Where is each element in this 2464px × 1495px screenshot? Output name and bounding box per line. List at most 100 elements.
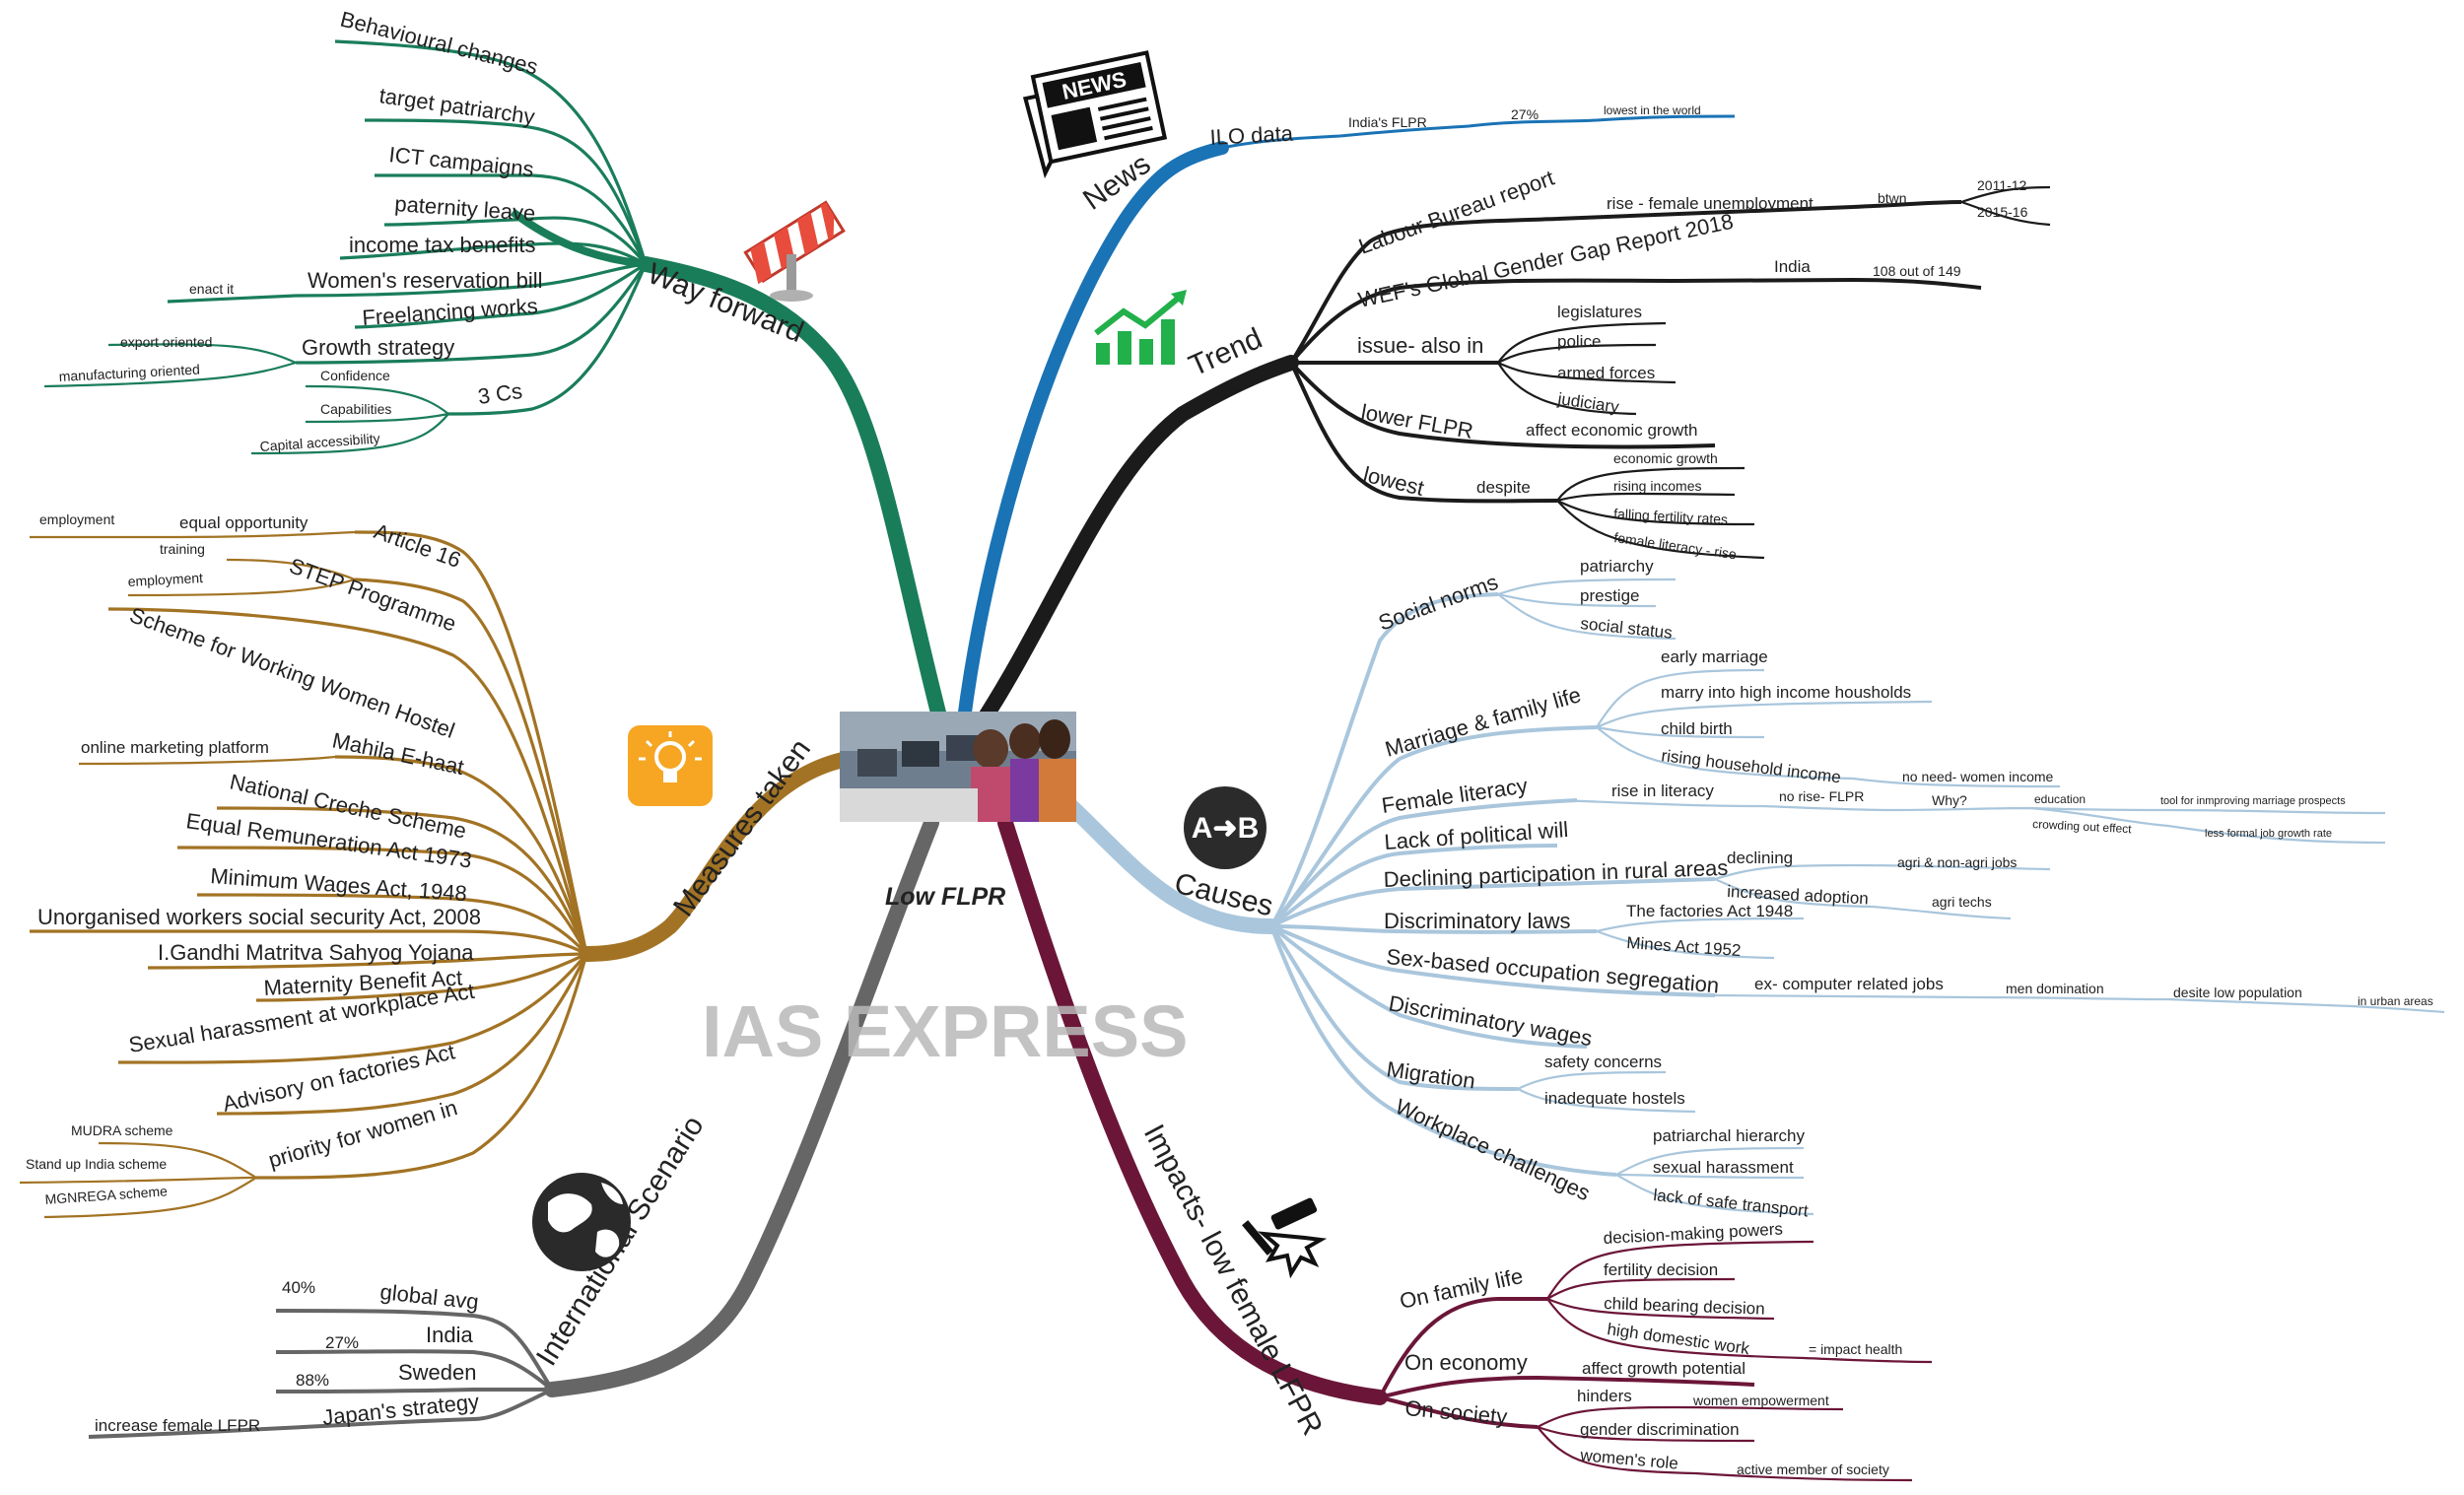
wf-export: export oriented bbox=[120, 334, 212, 350]
causes-child-birth: child birth bbox=[1661, 719, 1733, 738]
impacts-gender-disc: gender discrimination bbox=[1580, 1420, 1740, 1439]
label-news: News bbox=[1077, 148, 1156, 217]
branch-measures-line bbox=[579, 751, 856, 962]
causes-patriarchy: patriarchy bbox=[1580, 557, 1654, 576]
measures-training: training bbox=[160, 541, 205, 557]
impacts-women-emp: women empowerment bbox=[1692, 1393, 1829, 1408]
measures-step: STEP Programme bbox=[286, 553, 459, 636]
branch-impacts-line bbox=[997, 815, 1388, 1405]
causes-urban: in urban areas bbox=[2358, 994, 2433, 1008]
causes-crowding: crowding out effect bbox=[2032, 817, 2133, 836]
causes-workplace: Workplace challenges bbox=[1392, 1094, 1594, 1205]
lightbulb-icon bbox=[628, 725, 713, 806]
wf-capital: Capital accessibility bbox=[259, 431, 380, 454]
causes-discrim-laws: Discriminatory laws bbox=[1384, 909, 1570, 933]
trend-btwn: btwn bbox=[1878, 190, 1907, 206]
causes-men-dom: men domination bbox=[2006, 981, 2104, 996]
news-indias-flpr: India's FLPR bbox=[1348, 114, 1427, 130]
causes-ex-computer: ex- computer related jobs bbox=[1754, 975, 1944, 993]
news-pct: 27% bbox=[1511, 106, 1539, 122]
measures-mgnrega: MGNREGA scheme bbox=[44, 1183, 169, 1207]
impacts-active-member: active member of society bbox=[1737, 1461, 1889, 1477]
trend-issue: issue- also in bbox=[1357, 333, 1483, 358]
trend-rank: 108 out of 149 bbox=[1873, 263, 1961, 279]
center-photo bbox=[840, 712, 1076, 822]
newspaper-icon: NEWS bbox=[1022, 50, 1168, 179]
causes-declining: declining bbox=[1727, 849, 1793, 867]
measures-igandhi: I.Gandhi Matritva Sahyog Yojana bbox=[158, 940, 474, 965]
measures-step-emp: employment bbox=[127, 570, 203, 589]
causes-patriarchal-hierarchy: patriarchal hierarchy bbox=[1653, 1126, 1806, 1145]
intl-global-pct: 40% bbox=[282, 1278, 315, 1297]
center-title: Low FLPR bbox=[885, 883, 1005, 911]
intl-sweden-pct: 88% bbox=[296, 1371, 329, 1390]
causes-why: Why? bbox=[1932, 792, 1967, 808]
wf-reservation: Women's reservation bill bbox=[308, 268, 543, 293]
trend-despite: despite bbox=[1476, 478, 1531, 497]
news-ilo: ILO data bbox=[1209, 121, 1294, 150]
causes-early-marriage: early marriage bbox=[1661, 647, 1768, 666]
measures-equal-opp: equal opportunity bbox=[179, 513, 308, 532]
branch-way-forward-line bbox=[638, 256, 949, 732]
causes-declining-rural: Declining participation in rural areas bbox=[1383, 855, 1728, 892]
branch-international-line bbox=[544, 815, 939, 1397]
trend-issue-judiciary: judiciary bbox=[1555, 389, 1620, 417]
causes-factories: The factories Act 1948 bbox=[1626, 902, 1793, 920]
impacts-health: = impact health bbox=[1809, 1341, 1902, 1357]
causes-mines: Mines Act 1952 bbox=[1626, 933, 1742, 960]
growth-chart-icon bbox=[1094, 290, 1187, 365]
wf-freelancing: Freelancing works bbox=[362, 294, 539, 330]
impacts-hinders: hinders bbox=[1577, 1387, 1632, 1405]
news-lowest: lowest in the world bbox=[1604, 103, 1701, 117]
causes-lack-safe-transport: lack of safe transport bbox=[1653, 1186, 1810, 1220]
intl-india-pct: 27% bbox=[325, 1333, 359, 1352]
wf-income-tax: income tax benefits bbox=[349, 233, 536, 257]
intl-japan-item: increase female LFPR bbox=[95, 1416, 260, 1435]
wf-confidence: Confidence bbox=[320, 368, 390, 383]
measures-min-wages: Minimum Wages Act, 1948 bbox=[210, 863, 468, 906]
signpost-icon bbox=[743, 200, 846, 302]
intl-global: global avg bbox=[378, 1279, 479, 1314]
wf-paternity: paternity leave bbox=[394, 191, 536, 226]
trend-affect-growth: affect economic growth bbox=[1526, 421, 1698, 440]
wf-growth: Growth strategy bbox=[302, 335, 454, 360]
causes-education: education bbox=[2034, 792, 2086, 806]
causes-agri-jobs: agri & non-agri jobs bbox=[1897, 854, 2017, 870]
trend-issue-armed-forces: armed forces bbox=[1557, 364, 1655, 382]
wf-three-cs: 3 Cs bbox=[476, 378, 523, 409]
causes-safety-concerns: safety concerns bbox=[1544, 1053, 1662, 1071]
causes-marriage: Marriage & family life bbox=[1382, 682, 1583, 762]
wf-manufacturing: manufacturing oriented bbox=[58, 362, 200, 384]
causes-social-norms: Social norms bbox=[1375, 570, 1501, 636]
branch-trend-line bbox=[973, 355, 1299, 732]
causes-agri-techs: agri techs bbox=[1932, 894, 1992, 910]
causes-desite: desite low population bbox=[2173, 985, 2302, 1000]
measures-mudra: MUDRA scheme bbox=[71, 1122, 173, 1138]
measures-article16: Article 16 bbox=[371, 518, 464, 573]
globe-icon bbox=[532, 1173, 631, 1271]
causes-tool: tool for inmproving marriage prospects bbox=[2160, 795, 2346, 807]
causes-no-rise: no rise- FLPR bbox=[1779, 788, 1864, 804]
measures-priority: priority for women in bbox=[265, 1095, 459, 1173]
impacts-society: On society bbox=[1404, 1395, 1509, 1429]
trend-rise-unemp: rise - female unemployment bbox=[1607, 194, 1814, 213]
hammer-impact-icon bbox=[1242, 1197, 1328, 1279]
measures-employment: employment bbox=[39, 511, 114, 527]
intl-india: India bbox=[426, 1323, 473, 1347]
intl-sweden: Sweden bbox=[398, 1360, 477, 1385]
measures-unorganised: Unorganised workers social security Act,… bbox=[37, 905, 481, 929]
trend-india: India bbox=[1774, 257, 1811, 276]
wf-capabilities: Capabilities bbox=[320, 401, 391, 417]
branch-news-line bbox=[957, 141, 1229, 726]
watermark: IAS EXPRESS bbox=[702, 990, 1189, 1072]
trend-issue-legislatures: legislatures bbox=[1557, 303, 1642, 321]
trend-issue-police: police bbox=[1557, 332, 1601, 351]
measures-hostel: Scheme for Working Women Hostel bbox=[126, 602, 457, 743]
trend-labour-bureau: Labour Bureau report bbox=[1355, 166, 1557, 259]
a-to-b-icon: A➜B bbox=[1184, 786, 1266, 869]
trend-y2: 2015-16 bbox=[1977, 204, 2028, 220]
trend-despite-economic-growth: economic growth bbox=[1613, 450, 1718, 466]
measures-online: online marketing platform bbox=[81, 738, 269, 757]
causes-sexual-harassment: sexual harassment bbox=[1653, 1158, 1794, 1177]
